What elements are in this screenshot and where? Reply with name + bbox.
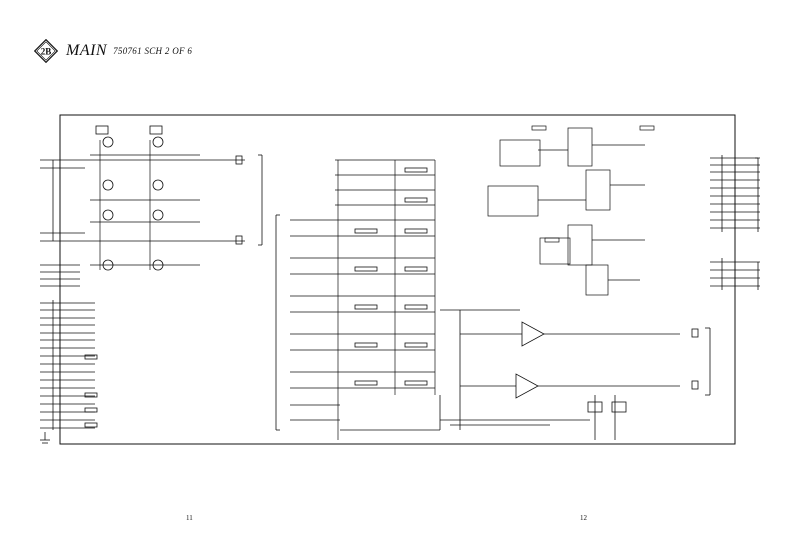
logo-icon: 2B — [34, 39, 58, 63]
left-connector-block — [40, 264, 98, 430]
transistor-block — [90, 140, 200, 270]
page-subtitle: 750761 SCH 2 OF 6 — [113, 46, 193, 56]
svg-text:2B: 2B — [41, 47, 52, 57]
opamp-block — [340, 309, 680, 440]
ic-chip-group — [487, 125, 655, 296]
page-number-left: 11 — [186, 514, 193, 522]
header: 2B MAIN 750761 SCH 2 OF 6 — [34, 38, 192, 64]
channel-rows — [290, 159, 436, 440]
transistor-symbols — [102, 136, 164, 271]
schematic-border — [59, 114, 736, 445]
page-title: MAIN — [66, 42, 108, 59]
right-connector-block — [710, 155, 760, 290]
page-number-right: 12 — [580, 514, 587, 522]
right-output-terminals — [691, 327, 711, 396]
ground-symbol — [40, 432, 50, 444]
channel-resistors — [354, 167, 428, 386]
